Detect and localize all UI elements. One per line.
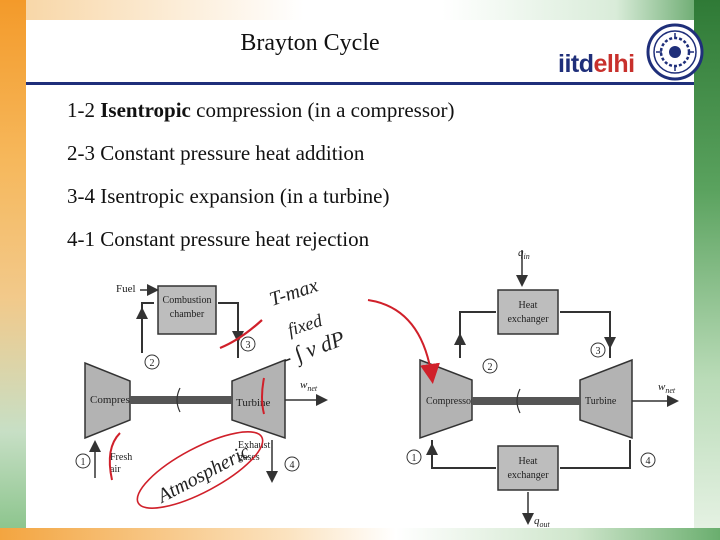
brayton-cycle-diagram: Combustion chamber Fuel Compressor Turbi… — [75, 248, 679, 528]
open-state-3-marker — [240, 336, 256, 352]
closed-state-1: 1 — [412, 453, 417, 464]
open-compressor — [84, 361, 131, 440]
ink-stroke-turbine — [261, 377, 265, 415]
open-state-4-marker — [284, 456, 300, 472]
ink-circle-fresh-air — [108, 432, 121, 481]
exhaust-label-2: gases — [238, 452, 260, 463]
right-green-stripe — [694, 0, 720, 540]
open-turbine-label: Turbine — [236, 397, 271, 409]
bullet-3: 3-4 Isentropic expansion (in a turbine) — [67, 184, 390, 208]
ink-ellipse-atmospheric — [136, 431, 264, 509]
rotation-arrow-open — [176, 387, 181, 413]
closed-pipe-2 — [459, 311, 496, 358]
open-shaft — [130, 396, 232, 404]
exhaust-label: Exhaust — [238, 440, 270, 451]
closed-state-4: 4 — [646, 456, 651, 467]
heat-exchanger-top-label: Heat — [519, 300, 538, 311]
bullet-list: 1-2 Isentropic compression (in a compres… — [67, 95, 667, 267]
open-cycle-schematic: Combustion chamber Fuel Compressor Turbi… — [75, 283, 328, 483]
closed-state-3: 3 — [596, 346, 601, 357]
heat-exchanger-bottom — [497, 445, 559, 491]
closed-wnet-label: wnet — [658, 381, 676, 395]
closed-pipe-4 — [560, 440, 631, 469]
heat-exchanger-top — [497, 289, 559, 335]
closed-state-1-marker — [406, 449, 422, 465]
closed-state-2: 2 — [488, 362, 493, 373]
heat-exchanger-bottom-label-2: exchanger — [507, 470, 549, 481]
combustion-chamber-label-2: chamber — [170, 309, 205, 320]
top-gradient-band — [26, 0, 720, 20]
qout-label: qout — [534, 515, 551, 528]
qin-label: qin — [518, 248, 530, 261]
bullet-2: 2-3 Constant pressure heat addition — [67, 141, 365, 165]
closed-turbine — [579, 358, 633, 440]
closed-turbine-label: Turbine — [585, 396, 617, 407]
logo-suffix: elhi — [593, 50, 636, 78]
open-state-2: 2 — [150, 358, 155, 369]
header-rule — [26, 82, 694, 85]
bullet-1-bold: Isentropic — [100, 98, 191, 122]
slide-title: Brayton Cycle — [240, 30, 380, 56]
heat-exchanger-top-label-2: exchanger — [507, 314, 549, 325]
iitdelhi-logo: iitdelhi — [558, 50, 635, 79]
pipe-3 — [218, 302, 239, 358]
open-state-1-marker — [75, 453, 91, 469]
open-wnet-label: wnet — [300, 379, 318, 393]
logo-prefix: iitd — [558, 50, 594, 78]
fresh-air-label-2: air — [110, 464, 121, 475]
closed-state-4-marker — [640, 452, 656, 468]
bottom-gradient-band — [0, 528, 720, 540]
open-state-2-marker — [144, 354, 160, 370]
closed-compressor-label: Compressor — [426, 396, 475, 407]
institute-seal-icon — [646, 23, 704, 81]
bullet-4: 4-1 Constant pressure heat rejection — [67, 227, 370, 251]
closed-state-2-marker — [482, 358, 498, 374]
note-atmospheric: Atmospheric — [152, 440, 253, 508]
fuel-label: Fuel — [116, 283, 136, 295]
left-tricolor-stripe — [0, 0, 26, 540]
open-state-1: 1 — [81, 457, 86, 468]
combustion-chamber — [157, 285, 217, 335]
heat-exchanger-bottom-label: Heat — [519, 456, 538, 467]
rotation-arrow-closed — [516, 388, 521, 414]
ink-stroke-tmax — [219, 319, 263, 350]
open-state-4: 4 — [290, 460, 295, 471]
fresh-air-label: Fresh — [110, 452, 132, 463]
open-state-3: 3 — [246, 340, 251, 351]
open-turbine — [231, 358, 286, 440]
note-tmax: T-max — [267, 274, 321, 310]
closed-cycle-schematic: qin Heat exchanger Heat exchanger qout C… — [406, 248, 679, 528]
bullet-1: 1-2 Isentropic compression (in a compres… — [67, 98, 455, 122]
closed-pipe-1 — [431, 440, 496, 469]
ink-arrow-to-closed — [367, 299, 440, 384]
combustion-chamber-label: Combustion — [163, 295, 212, 306]
pipe-2 — [141, 302, 154, 353]
slide-header — [26, 20, 694, 82]
closed-state-3-marker — [590, 342, 606, 358]
closed-shaft — [472, 397, 580, 405]
